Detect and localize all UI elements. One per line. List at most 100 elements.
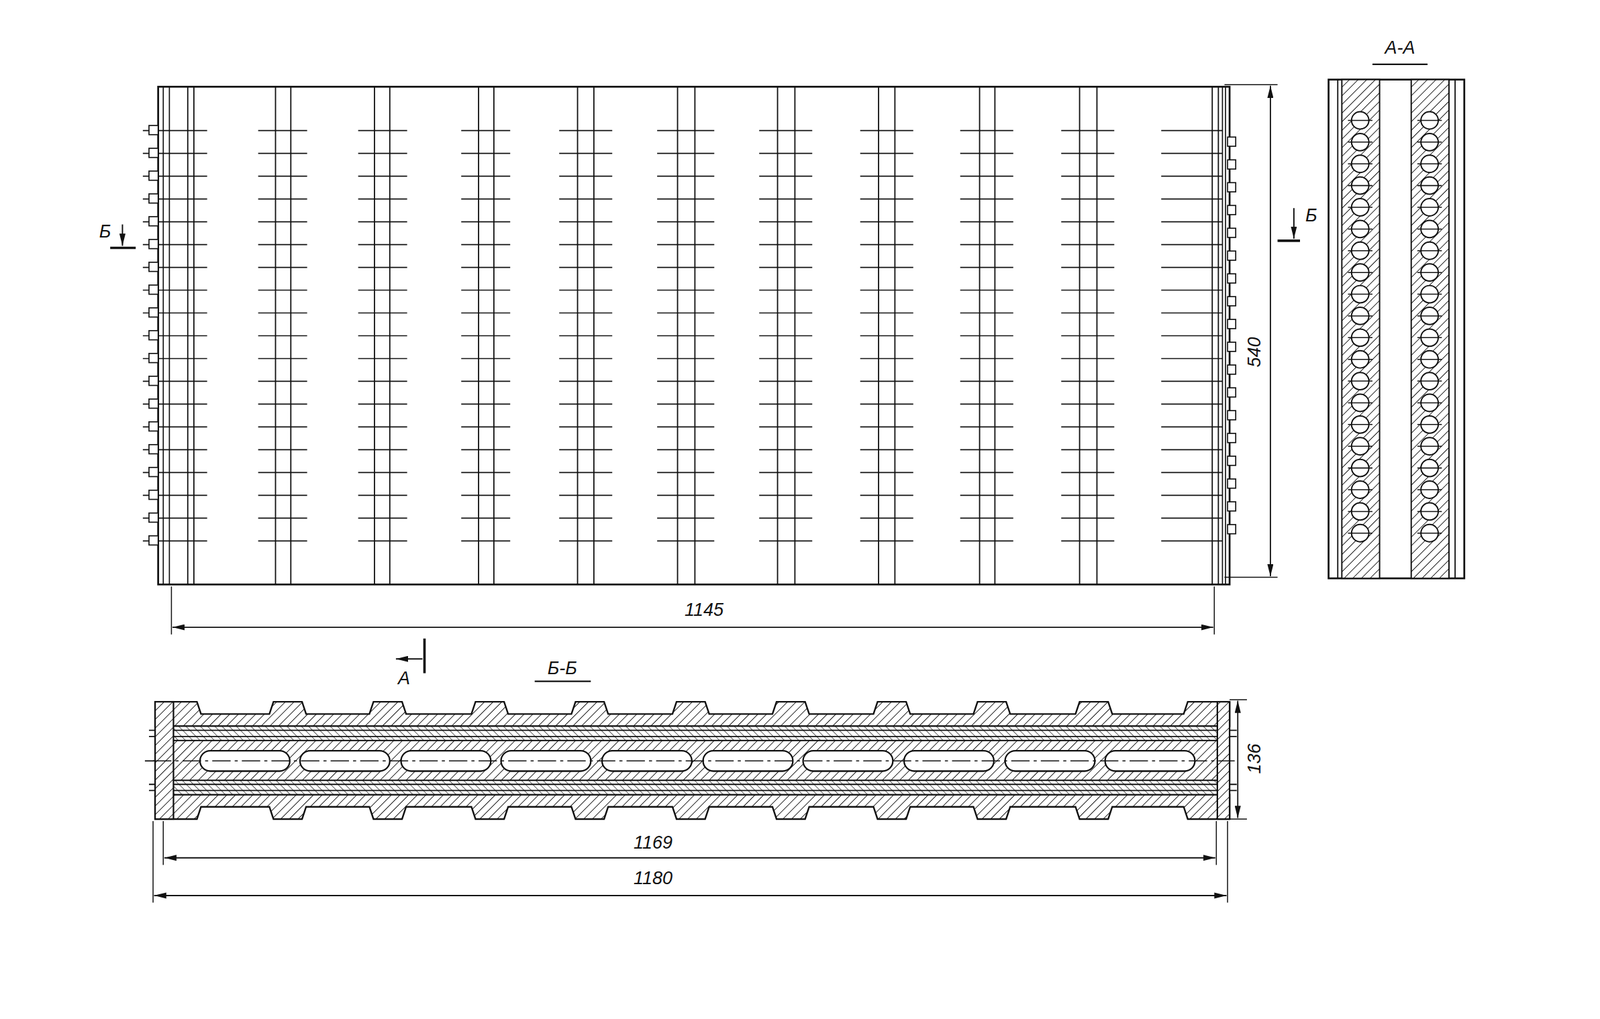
rod-axis: [1347, 163, 1372, 165]
rod-tick: [461, 175, 511, 178]
bolt-head: [1227, 365, 1236, 375]
rod-tick: [358, 198, 408, 200]
rod-axis: [1347, 120, 1372, 122]
rod-tick: [1161, 335, 1223, 337]
rod-tick: [960, 221, 1014, 223]
rod-tick: [657, 175, 715, 178]
section-arrow: [1293, 208, 1295, 239]
rod-tick: [258, 381, 308, 383]
rod-tick: [1161, 449, 1223, 452]
rod-tick: [759, 404, 813, 406]
rod-axis: [1347, 489, 1372, 491]
rod-axis: [1417, 141, 1442, 143]
bolt-head: [148, 308, 159, 318]
rod-tick: [657, 198, 715, 200]
rod-tick: [860, 289, 914, 292]
extension-line: [1229, 699, 1247, 701]
rod-tick: [860, 518, 914, 520]
rod-tick: [358, 540, 408, 542]
rod-axis: [1347, 467, 1372, 470]
bolt-head: [1227, 387, 1236, 398]
rod-tick: [461, 381, 511, 383]
extension-line: [152, 821, 154, 904]
rod-axis: [1347, 402, 1372, 405]
rod-axis: [1417, 445, 1442, 447]
rod-tick: [759, 518, 813, 520]
rod-tick: [657, 221, 715, 223]
bolt-head: [148, 216, 159, 227]
rod-tick: [258, 221, 308, 223]
rod-tick: [1161, 221, 1223, 223]
rod-tick: [258, 495, 308, 497]
rod-tick: [960, 426, 1014, 429]
rod-tick: [960, 358, 1014, 360]
rod-tick: [559, 518, 613, 520]
rod-tick: [960, 130, 1014, 132]
rod-axis: [1417, 511, 1442, 513]
bottom-slab: [155, 794, 1230, 819]
edge-line: [1454, 79, 1456, 579]
rod-tick: [559, 381, 613, 383]
dimension-value: 136: [1244, 742, 1264, 777]
rod-axis: [1417, 293, 1442, 296]
rod-tick: [559, 358, 613, 360]
extension-line: [1216, 821, 1218, 866]
extension-line: [1229, 818, 1247, 821]
bolt-head: [148, 285, 159, 295]
rod-tick: [461, 244, 511, 246]
bolt-head: [148, 444, 159, 455]
rod-tick: [461, 312, 511, 315]
rod-tick: [1061, 426, 1115, 429]
rod-tick: [258, 312, 308, 315]
rod-tick: [960, 289, 1014, 292]
rod-tick: [960, 495, 1014, 497]
bolt-head: [1227, 159, 1236, 170]
dimension-line: [1236, 701, 1239, 819]
rod-tick: [358, 404, 408, 406]
bolt-head: [148, 376, 159, 386]
rod-axis: [1347, 511, 1372, 513]
bolt-head: [148, 353, 159, 364]
rod-tick: [960, 244, 1014, 246]
rod-tick: [559, 267, 613, 269]
rod-tick: [960, 404, 1014, 406]
rod-tick: [559, 175, 613, 178]
rod-tick: [461, 426, 511, 429]
rod-axis: [1347, 250, 1372, 252]
extension-line: [171, 586, 173, 635]
rod-axis: [1347, 185, 1372, 187]
rod-tick: [1161, 518, 1223, 520]
rod-tick: [759, 244, 813, 246]
rod-tick: [657, 449, 715, 452]
rod-tick: [657, 289, 715, 292]
prestress-rod: [148, 730, 1237, 732]
bolt-head: [1227, 205, 1236, 215]
bolt-head: [1227, 251, 1236, 261]
bolt-head: [148, 148, 159, 158]
axis-line: [153, 761, 1235, 763]
bolt-head: [1227, 342, 1236, 352]
bolt-head: [1227, 296, 1236, 307]
rod-axis: [1347, 271, 1372, 274]
rod-axis: [1347, 424, 1372, 426]
rod-tick: [358, 449, 408, 452]
top-slab: [155, 702, 1230, 727]
rod-tick: [657, 472, 715, 474]
drawing-detail: [153, 84, 1278, 903]
rod-tick: [657, 495, 715, 497]
rod-tick: [358, 426, 408, 429]
rod-tick: [1061, 153, 1115, 155]
section-arrow: [395, 658, 423, 660]
rod-tick: [759, 358, 813, 360]
rod-axis: [1347, 532, 1372, 535]
void-opening: [602, 751, 692, 772]
dimension-line: [164, 857, 1216, 860]
rod-axis: [1347, 228, 1372, 231]
rod-tick: [860, 358, 914, 360]
rod-tick: [1161, 381, 1223, 383]
rod-axis: [1417, 206, 1442, 209]
rod-tick: [258, 472, 308, 474]
rod-axis: [1417, 120, 1442, 122]
rod-tick: [960, 175, 1014, 178]
prestress-rod: [148, 783, 1237, 786]
